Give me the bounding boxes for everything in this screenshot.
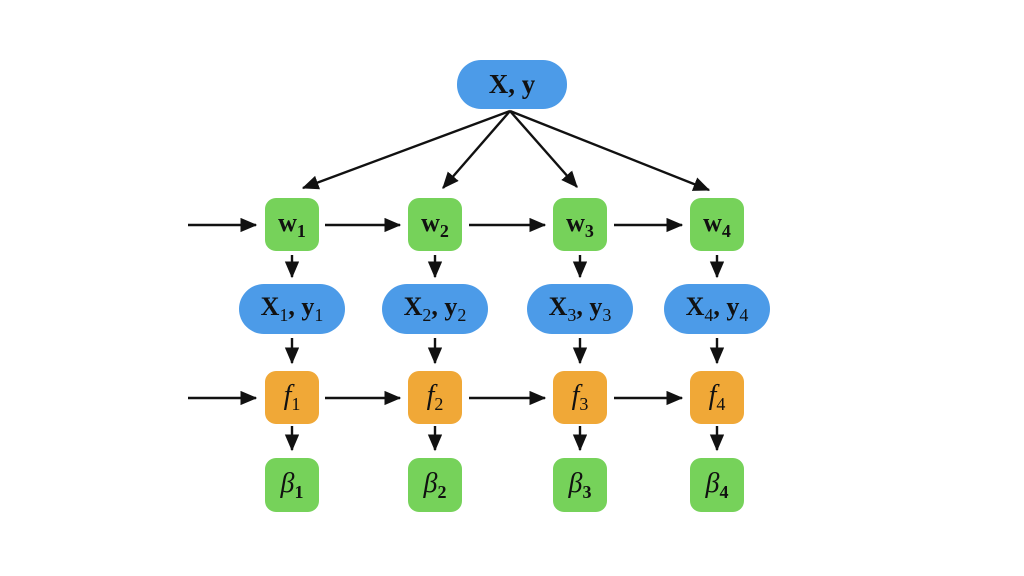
node-beta3-label: β3	[568, 467, 592, 502]
node-f3-label: f3	[571, 380, 589, 414]
node-xy1: X1, y1	[239, 284, 345, 334]
node-f4-label: f4	[708, 380, 726, 414]
node-beta4-label: β4	[705, 467, 729, 502]
node-root-xy-label: X, y	[488, 69, 536, 99]
node-f2: f2	[408, 371, 462, 424]
node-f4: f4	[690, 371, 744, 424]
node-xy3: X3, y3	[527, 284, 633, 334]
node-xy4: X4, y4	[664, 284, 770, 334]
edge-root-w3	[509, 110, 578, 188]
edge-root-w1	[301, 109, 511, 190]
node-xy3-label: X3, y3	[548, 292, 612, 325]
node-root-xy: X, y	[457, 60, 567, 109]
node-w3: w3	[553, 198, 607, 251]
node-w1: w1	[265, 198, 319, 251]
node-xy4-label: X4, y4	[685, 292, 749, 325]
node-w2: w2	[408, 198, 462, 251]
node-beta4: β4	[690, 458, 744, 512]
node-beta2-label: β2	[423, 467, 447, 502]
node-beta1: β1	[265, 458, 319, 512]
node-w1-label: w1	[278, 207, 306, 241]
node-xy2-label: X2, y2	[403, 292, 467, 325]
edge-root-w2	[442, 110, 511, 189]
node-w4-label: w4	[703, 207, 731, 241]
node-f3: f3	[553, 371, 607, 424]
node-f1-label: f1	[283, 380, 301, 414]
node-w4: w4	[690, 198, 744, 251]
node-w3-label: w3	[566, 207, 594, 241]
node-beta1-label: β1	[280, 467, 304, 502]
node-beta3: β3	[553, 458, 607, 512]
node-f2-label: f2	[426, 380, 444, 414]
edge-root-w4	[509, 109, 711, 192]
node-f1: f1	[265, 371, 319, 424]
node-w2-label: w2	[421, 207, 449, 241]
node-xy1-label: X1, y1	[260, 292, 324, 325]
node-beta2: β2	[408, 458, 462, 512]
node-xy2: X2, y2	[382, 284, 488, 334]
